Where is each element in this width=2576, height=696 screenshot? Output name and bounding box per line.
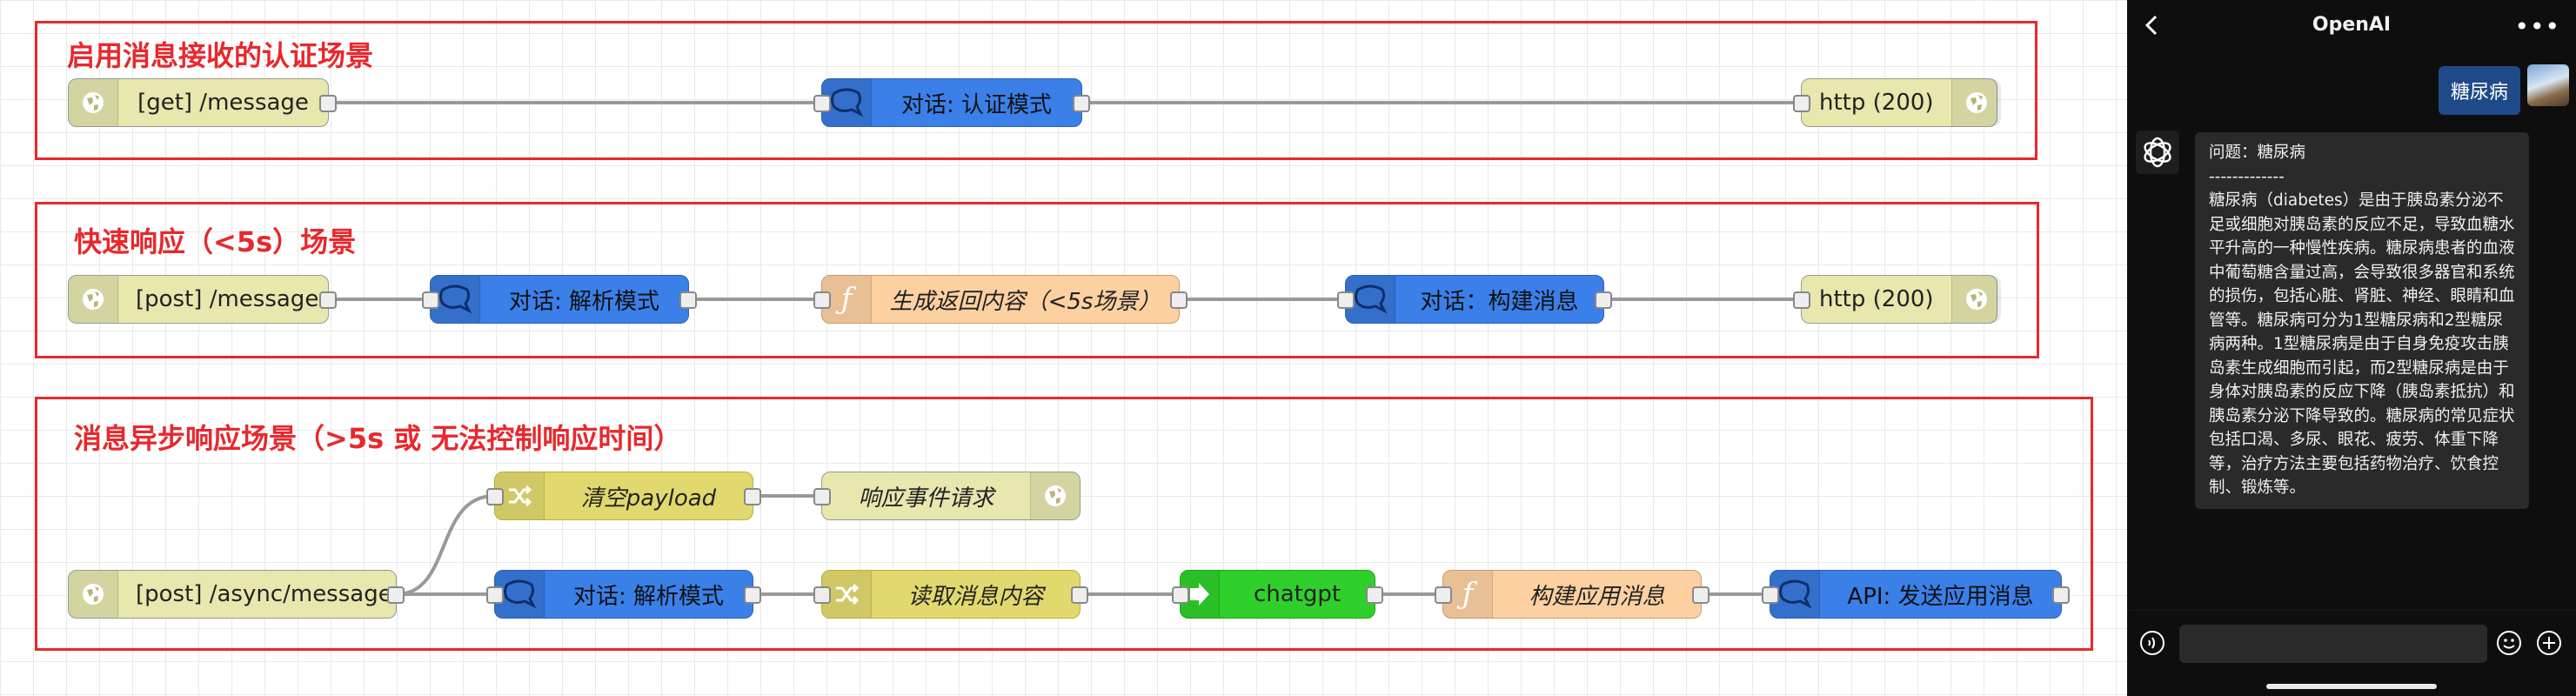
flow-group-fast[interactable]: 快速响应（<5s）场景 <box>35 202 2039 358</box>
input-port[interactable] <box>813 586 831 604</box>
node-parse-mode-a[interactable]: 对话: 解析模式 <box>422 275 697 324</box>
node-auth-mode[interactable]: 对话: 认证模式 <box>813 78 1090 127</box>
output-port[interactable] <box>1595 291 1612 309</box>
node-label: 对话: 解析模式 <box>508 288 660 315</box>
group-title: 启用消息接收的认证场景 <box>67 39 374 72</box>
node-label: 构建应用消息 <box>1529 583 1665 610</box>
node-post-message[interactable]: [post] /message <box>68 275 337 324</box>
message-input[interactable] <box>2179 625 2487 663</box>
flow-group-async[interactable]: 消息异步响应场景（>5s 或 无法控制响应时间） <box>35 397 2093 651</box>
globe-icon <box>69 276 118 323</box>
node-label: 对话：构建消息 <box>1420 288 1579 315</box>
flow-wires <box>336 101 1801 596</box>
node-http-200-b[interactable]: http (200) <box>1793 275 2001 324</box>
node-http-200-a[interactable]: http (200) <box>1793 78 2001 127</box>
input-port[interactable] <box>813 488 831 505</box>
output-port[interactable] <box>744 586 761 604</box>
output-port[interactable] <box>319 291 337 309</box>
node-label: 清空payload <box>580 485 717 512</box>
output-port[interactable] <box>1692 586 1710 604</box>
chat-title: OpenAI <box>2312 13 2392 36</box>
wire <box>396 494 495 596</box>
user-message-bubble: 糖尿病 <box>2438 66 2520 115</box>
group-title: 快速响应（<5s）场景 <box>74 225 357 258</box>
emoji-icon[interactable] <box>2496 630 2522 659</box>
node-label: http (200) <box>1819 90 1934 116</box>
globe-icon <box>69 571 118 618</box>
back-icon[interactable] <box>2143 14 2160 40</box>
globe-icon <box>1950 79 2001 126</box>
output-port[interactable] <box>1366 586 1383 604</box>
node-label: http (200) <box>1819 286 1934 312</box>
node-read-content[interactable]: 读取消息内容 <box>813 570 1088 619</box>
home-indicator <box>2266 684 2437 689</box>
node-label: 对话: 解析模式 <box>572 583 725 610</box>
group-title: 消息异步响应场景（>5s 或 无法控制响应时间） <box>74 422 682 455</box>
node-post-async-message[interactable]: [post] /async/message <box>68 570 405 619</box>
node-generate-content[interactable]: ƒ 生成返回内容（<5s场景） <box>813 275 1188 324</box>
node-label: chatgpt <box>1253 581 1342 607</box>
node-label: 对话: 认证模式 <box>900 91 1053 118</box>
node-build-message[interactable]: 对话：构建消息 <box>1337 275 1612 324</box>
node-api-send-message[interactable]: API: 发送应用消息 <box>1762 570 2070 619</box>
input-port[interactable] <box>1793 95 1810 112</box>
node-parse-mode-b[interactable]: 对话: 解析模式 <box>486 570 761 619</box>
output-port[interactable] <box>1170 291 1188 309</box>
node-build-app-message[interactable]: ƒ 构建应用消息 <box>1435 570 1710 619</box>
node-label: [post] /message <box>136 286 319 312</box>
input-port[interactable] <box>486 488 504 505</box>
output-port[interactable] <box>744 488 761 505</box>
chat-input-bar <box>2127 610 2576 672</box>
function-icon: ƒ <box>822 276 872 323</box>
openai-logo-icon[interactable] <box>2136 130 2179 174</box>
output-port[interactable] <box>1073 95 1090 112</box>
node-label: [post] /async/message <box>136 581 392 607</box>
globe-icon <box>69 79 118 126</box>
node-label: 读取消息内容 <box>907 583 1044 610</box>
output-port[interactable] <box>319 95 337 112</box>
input-port[interactable] <box>1793 291 1810 309</box>
input-port[interactable] <box>1762 586 1779 604</box>
function-icon: ƒ <box>1443 571 1493 618</box>
flow-group-auth[interactable]: 启用消息接收的认证场景 <box>35 21 2037 160</box>
output-port[interactable] <box>679 291 697 309</box>
input-port[interactable] <box>1435 586 1452 604</box>
voice-icon[interactable] <box>2139 630 2165 659</box>
node-respond-event[interactable]: 响应事件请求 <box>813 472 1081 520</box>
bot-message-bubble: 问题：糖尿病 ------------- 糖尿病（diabetes）是由于胰岛素… <box>2195 132 2529 509</box>
node-chatgpt[interactable]: chatgpt <box>1172 570 1383 619</box>
input-port[interactable] <box>486 586 504 604</box>
node-label: [get] /message <box>137 90 309 116</box>
node-get-message[interactable]: [get] /message <box>68 78 337 127</box>
more-icon[interactable]: ••• <box>2514 12 2560 41</box>
input-port[interactable] <box>1172 586 1189 604</box>
node-clear-payload[interactable]: 清空payload <box>486 472 761 520</box>
output-port[interactable] <box>387 586 405 604</box>
input-port[interactable] <box>813 291 831 309</box>
output-port[interactable] <box>1071 586 1088 604</box>
plus-icon[interactable] <box>2536 630 2562 659</box>
globe-icon <box>1030 472 1080 519</box>
input-port[interactable] <box>813 95 831 112</box>
node-label: API: 发送应用消息 <box>1847 583 2034 610</box>
output-port[interactable] <box>2052 586 2070 604</box>
node-label: 生成返回内容（<5s场景） <box>889 288 1161 315</box>
avatar[interactable] <box>2527 64 2569 106</box>
chat-bubble-icon <box>1770 571 1820 618</box>
input-port[interactable] <box>422 291 439 309</box>
node-label: 响应事件请求 <box>858 485 994 512</box>
globe-icon <box>1950 276 2001 323</box>
input-port[interactable] <box>1337 291 1355 309</box>
chat-panel: OpenAI ••• 糖尿病 问题：糖尿病 ------------- 糖尿病（… <box>2127 0 2576 696</box>
chat-header: OpenAI ••• <box>2127 0 2576 49</box>
flow-canvas[interactable]: 启用消息接收的认证场景 快速响应（<5s）场景 消息异步响应场景（>5s 或 无… <box>0 0 2127 696</box>
